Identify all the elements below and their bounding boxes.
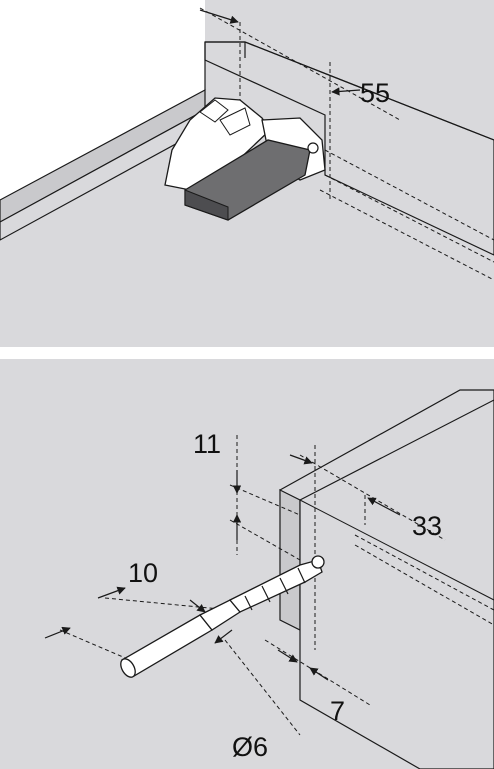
dimension-10-label: 10 [128,558,158,588]
dim-arrow-left [199,9,239,24]
dim-arrow-55 [331,87,361,96]
soft-close-clip [164,97,326,221]
dim-arrow-33 [367,497,401,516]
dim-arrow-10-a [97,586,126,599]
drill-flute-spiral [244,567,306,611]
front-board-inner-edge [299,499,494,601]
dim-arrow-6-b [214,629,233,644]
dim-arrow-6-a [189,599,206,613]
top-panel: 55 [0,0,494,347]
dimension-diameter-6-label: Ø6 [232,732,268,762]
top-dashed-lines [199,7,494,281]
dimension-55-label: 55 [360,78,390,108]
dim-arrow-7-b [309,667,329,681]
dimension-7-label: 7 [330,696,345,726]
drill-flute [228,559,323,613]
clip-tab-detail [199,99,251,136]
clip-dark-cover-edge [184,189,229,221]
bottom-panel: 11 33 10 7 Ø6 [0,359,494,769]
drill-bit [120,555,325,678]
dim-arrow-7-a [277,649,298,663]
drill-shank-end [120,658,136,678]
clip-screw-hole [307,142,319,154]
drill-hole [311,555,325,569]
dimension-11-label: 11 [193,429,221,459]
dim-arrow-left-top [289,454,313,465]
front-board-side [299,399,494,769]
top-panel-white-area [0,0,205,200]
dim-arrow-10-b [44,626,71,639]
dimension-33-label: 33 [412,511,442,541]
